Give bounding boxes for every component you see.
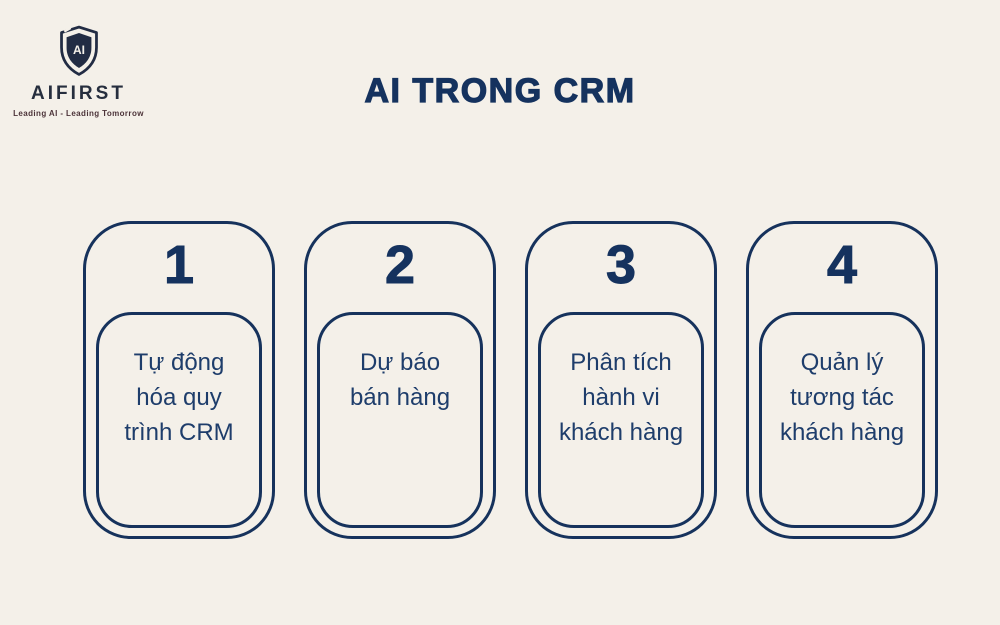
- card-4: 4 Quản lý tương tác khách hàng: [746, 221, 938, 539]
- card-3-number: 3: [605, 235, 637, 296]
- logo-brand-text: AIFIRST: [31, 83, 126, 104]
- card-1-label: Tự động hóa quy trình CRM: [124, 349, 234, 446]
- shield-ai-text: AI: [73, 43, 85, 57]
- card-2: 2 Dự báo bán hàng: [304, 221, 496, 539]
- card-1: 1 Tự động hóa quy trình CRM: [83, 221, 275, 539]
- card-3-label: Phân tích hành vi khách hàng: [558, 349, 684, 446]
- card-4-number: 4: [826, 235, 858, 296]
- logo-tagline-text: Leading AI - Leading Tomorrow: [13, 109, 144, 118]
- page-title: AI TRONG CRM: [364, 71, 636, 110]
- card-2-number: 2: [384, 235, 416, 296]
- aifirst-logo: AI AIFIRST Leading AI - Leading Tomorrow: [13, 24, 144, 118]
- card-1-number: 1: [163, 235, 195, 296]
- card-1-inner-box: Tự động hóa quy trình CRM: [96, 312, 262, 528]
- card-4-label: Quản lý tương tác khách hàng: [779, 349, 905, 446]
- card-4-inner-box: Quản lý tương tác khách hàng: [759, 312, 925, 528]
- card-3: 3 Phân tích hành vi khách hàng: [525, 221, 717, 539]
- card-2-label: Dự báo bán hàng: [349, 349, 451, 411]
- card-3-inner-box: Phân tích hành vi khách hàng: [538, 312, 704, 528]
- card-list: 1 Tự động hóa quy trình CRM 2 Dự báo bán…: [83, 221, 938, 539]
- shield-ai-icon: AI: [59, 25, 98, 76]
- card-2-inner-box: Dự báo bán hàng: [317, 312, 483, 528]
